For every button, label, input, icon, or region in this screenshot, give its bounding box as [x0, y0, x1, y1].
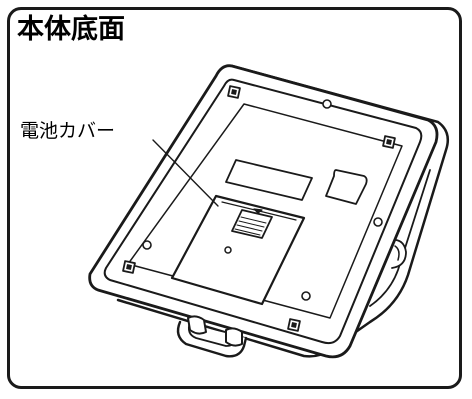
- device-side-knob: [389, 238, 407, 269]
- device-hinge-right: [225, 327, 243, 347]
- device-side-knob-detail: [394, 245, 400, 261]
- cover-hole: [224, 246, 232, 254]
- battery-cover: [170, 194, 306, 306]
- screw-hole-icon: [142, 99, 383, 301]
- battery-cover-label: 電池カバー: [20, 120, 116, 142]
- latch-grip-lines: [234, 216, 267, 236]
- rubber-foot-inner: [126, 89, 392, 328]
- label-recess: [225, 159, 313, 201]
- latch-arrow-icon: [253, 208, 263, 214]
- device-side-contour: [369, 169, 431, 307]
- device-bottom-panel: [103, 78, 423, 345]
- small-recess: [325, 169, 368, 205]
- callout-leader: [152, 139, 219, 207]
- device-recess: [127, 103, 403, 319]
- device-hinge: [187, 315, 207, 335]
- page-title: 本体底面: [17, 14, 125, 45]
